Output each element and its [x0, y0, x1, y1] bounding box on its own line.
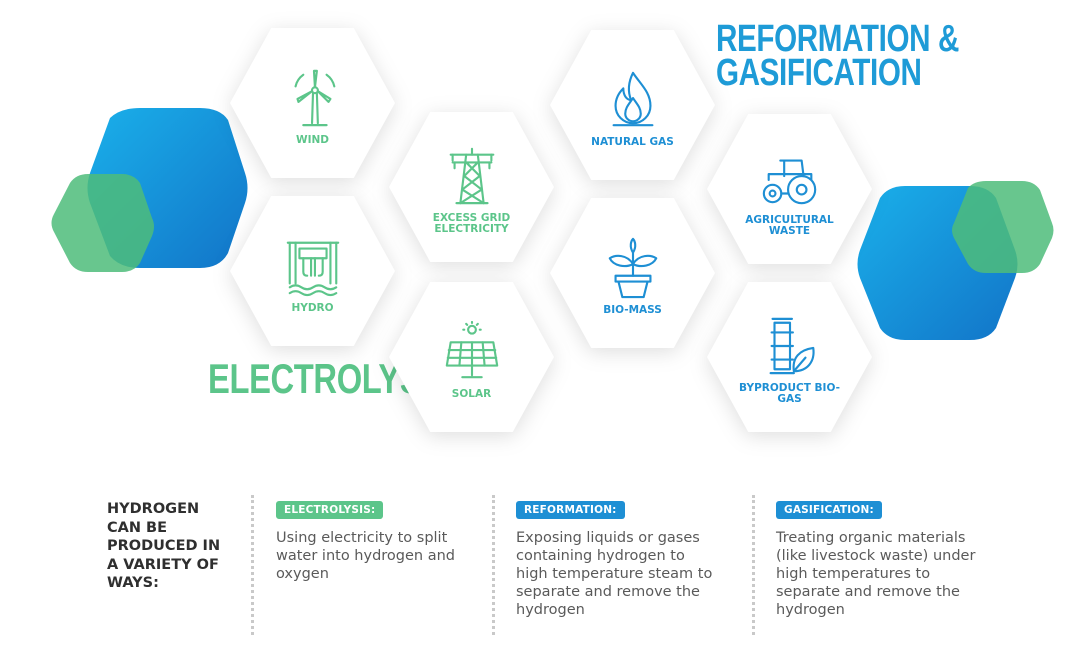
tile-bio-mass: BIO-MASS — [550, 198, 715, 348]
reformation-gasification-heading: REFORMATION & GASIFICATION — [716, 18, 960, 94]
decorative-hexagon-blob-left — [51, 108, 248, 272]
divider — [492, 495, 495, 635]
tile-label: AGRICULTURAL WASTE — [745, 214, 834, 237]
method-badge: REFORMATION: — [516, 501, 625, 519]
wind-turbine-icon — [293, 69, 335, 126]
tile-label: WIND — [296, 133, 329, 146]
method-electrolysis: ELECTROLYSIS: Using electricity to split… — [276, 500, 476, 583]
flame-icon — [612, 71, 653, 126]
potted-plant-icon — [608, 237, 657, 298]
method-reformation: REFORMATION: Exposing liquids or gases c… — [516, 500, 716, 619]
tile-label: BYPRODUCT BIO-GAS — [739, 382, 840, 405]
tile-label: HYDRO — [291, 301, 334, 314]
method-description: Exposing liquids or gases containing hyd… — [516, 530, 713, 618]
barrel-leaf-icon — [769, 317, 815, 375]
divider — [251, 495, 254, 635]
tile-label: SOLAR — [451, 387, 492, 400]
tile-hydro: HYDRO — [230, 196, 395, 346]
tile-label: BIO-MASS — [603, 303, 662, 316]
tractor-icon — [762, 159, 816, 205]
heading-line-2: GASIFICATION — [716, 52, 922, 94]
tile-wind: WIND — [230, 28, 395, 178]
hydro-dam-icon — [286, 241, 339, 296]
tile-solar: SOLAR — [389, 282, 554, 432]
tile-byproduct-bio-gas: BYPRODUCT BIO-GAS — [707, 282, 872, 432]
method-description: Using electricity to split water into hy… — [276, 530, 455, 582]
method-badge: GASIFICATION: — [776, 501, 882, 519]
method-gasification: GASIFICATION: Treating organic materials… — [776, 500, 976, 619]
solar-panel-icon — [445, 320, 498, 378]
tile-agricultural-waste: AGRICULTURAL WASTE — [707, 114, 872, 264]
heading-line-1: REFORMATION & — [716, 18, 960, 60]
tile-natural-gas: NATURAL GAS — [550, 30, 715, 180]
tile-label: NATURAL GAS — [591, 135, 674, 148]
intro-text: HYDROGEN CAN BE PRODUCED IN A VARIETY OF… — [107, 501, 221, 591]
decorative-hexagon-blob-right — [857, 181, 1054, 340]
tile-excess-grid-electricity: EXCESS GRID ELECTRICITY — [389, 112, 554, 262]
power-pylon-icon — [449, 147, 494, 205]
method-badge: ELECTROLYSIS: — [276, 501, 384, 519]
divider — [752, 495, 755, 635]
tile-label: EXCESS GRID ELECTRICITY — [432, 212, 511, 235]
method-description: Treating organic materials (like livesto… — [776, 530, 976, 618]
